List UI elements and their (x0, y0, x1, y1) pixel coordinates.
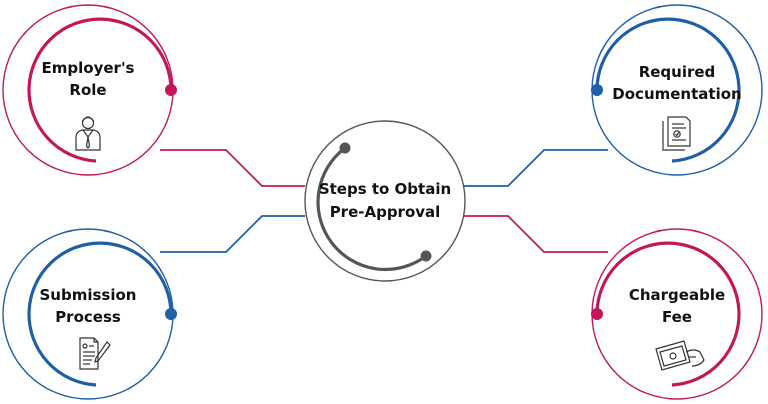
chargeable-fee-inner-arc (595, 241, 741, 387)
node-chargeable-fee (591, 228, 763, 400)
employers-role-label-line1: Employer's (41, 59, 135, 77)
node-required-documentation (591, 4, 763, 176)
center-dot-bottom (420, 250, 432, 262)
submission-process-label: Submission Process (8, 284, 168, 328)
center-label-line1: Steps to Obtain (318, 180, 452, 198)
employers-role-label-line2: Role (69, 81, 107, 99)
center-node (304, 120, 466, 282)
node-submission-process (2, 228, 177, 400)
connector-chargeable-fee (462, 215, 608, 253)
submission-process-label-line1: Submission (39, 286, 137, 304)
chargeable-fee-label: Chargeable Fee (597, 284, 757, 328)
employers-role-label: Employer's Role (8, 57, 168, 101)
chargeable-fee-label-line2: Fee (662, 308, 692, 326)
connector-submission-process (160, 215, 305, 253)
submission-process-label-line2: Process (55, 308, 121, 326)
employers-role-inner-arc (27, 17, 173, 163)
submission-process-dot (165, 308, 177, 320)
center-dot-top (339, 142, 351, 154)
required-documentation-inner-arc (595, 17, 741, 163)
required-documentation-dot (591, 84, 603, 96)
chargeable-fee-dot (591, 308, 603, 320)
document-check-icon (662, 116, 691, 151)
center-outer-ring (304, 120, 466, 282)
node-employers-role (2, 4, 177, 176)
form-pen-icon (79, 337, 111, 370)
cash-hand-icon (655, 340, 705, 371)
required-documentation-label: Required Documentation (597, 61, 757, 105)
employee-icon (75, 116, 101, 151)
employers-role-dot (165, 84, 177, 96)
center-inner-arc (316, 146, 427, 272)
center-label: Steps to Obtain Pre-Approval (305, 178, 465, 224)
center-label-line2: Pre-Approval (329, 203, 441, 221)
connector-required-documentation (462, 149, 608, 187)
submission-process-inner-arc (27, 241, 173, 387)
chargeable-fee-label-line1: Chargeable (628, 286, 726, 304)
required-documentation-label-line2: Documentation (612, 85, 742, 103)
connector-employers-role (160, 149, 305, 187)
required-documentation-label-line1: Required (638, 63, 716, 81)
